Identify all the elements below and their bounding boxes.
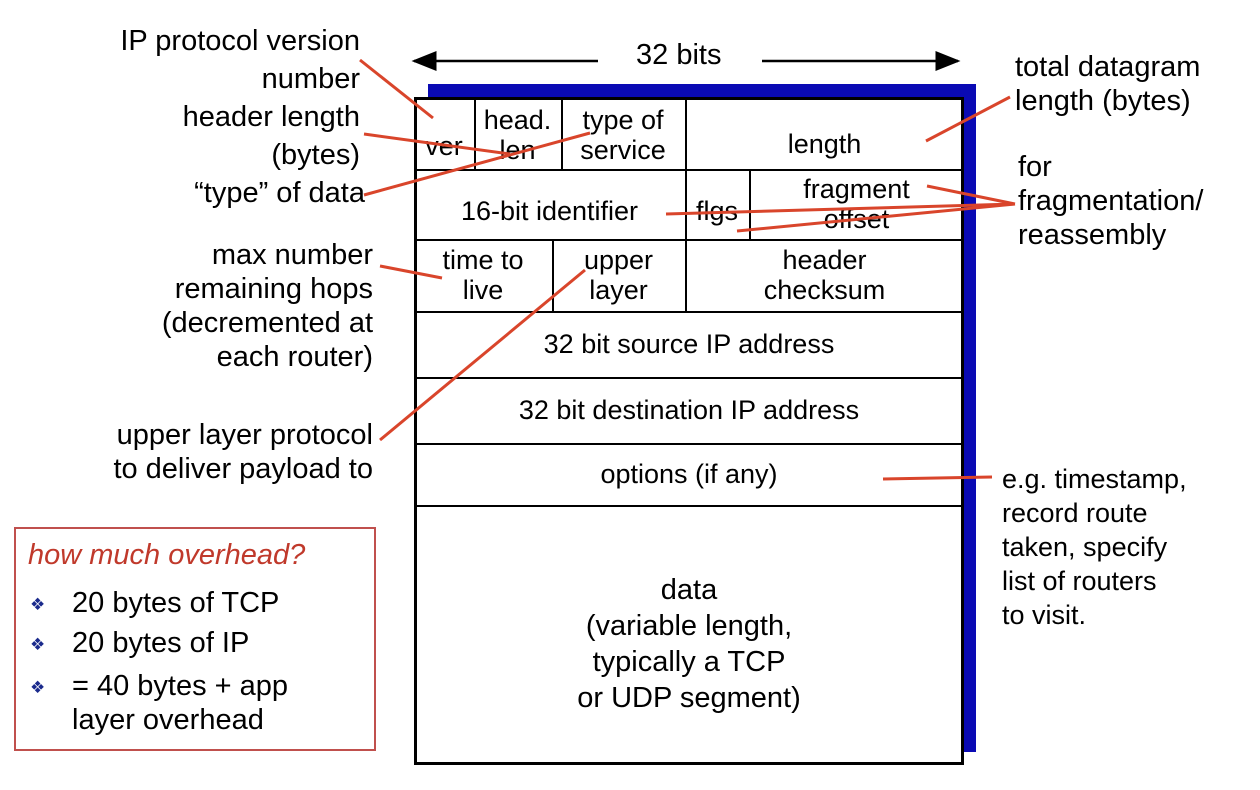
col-divider — [552, 239, 554, 311]
label-total-length: total datagram length (bytes) — [1015, 50, 1200, 118]
overhead-box: how much overhead? ❖ 20 bytes of TCP ❖ 2… — [14, 527, 376, 751]
connector-identifier — [665, 202, 1016, 216]
tos-line2: service — [580, 134, 666, 165]
label-line: IP protocol version — [120, 25, 360, 57]
label-upper-layer: upper layer protocol to deliver payload … — [113, 418, 373, 486]
diamond-bullet-icon: ❖ — [30, 678, 46, 697]
data-line: or UDP segment) — [577, 682, 801, 714]
overhead-item: = 40 bytes + app — [72, 670, 289, 702]
connector-version — [359, 58, 434, 120]
upper-layer-field: upper layer — [552, 239, 685, 311]
row-divider — [414, 239, 964, 241]
label-line: to deliver payload to — [113, 453, 373, 485]
identifier-text: 16-bit identifier — [460, 196, 639, 226]
label-version: IP protocol version number — [120, 24, 360, 96]
label-ttl: max number remaining hops (decremented a… — [162, 238, 373, 374]
label-line: to visit. — [1002, 600, 1087, 630]
label-fragmentation: for fragmentation/ reassembly — [1018, 150, 1203, 252]
options-text: options (if any) — [600, 459, 778, 489]
overhead-item: layer overhead — [72, 704, 264, 736]
overhead-title: how much overhead? — [28, 539, 306, 571]
label-line: (decremented at — [161, 307, 373, 339]
checksum-line2: checksum — [763, 275, 886, 305]
col-divider — [685, 239, 687, 311]
checksum-line1: header — [782, 245, 867, 275]
row-divider — [414, 505, 964, 507]
label-line: fragmentation/ — [1018, 185, 1204, 217]
label-line: taken, specify — [1002, 532, 1168, 562]
header-checksum-field: header checksum — [685, 239, 964, 311]
connector-upper-layer — [379, 268, 586, 442]
upper-line2: layer — [589, 275, 648, 305]
col-divider — [685, 97, 687, 169]
destination-address-field: 32 bit destination IP address — [414, 377, 964, 443]
label-options: e.g. timestamp, record route taken, spec… — [1002, 462, 1187, 632]
overhead-item: 20 bytes of TCP — [72, 587, 280, 619]
row-divider — [414, 169, 964, 171]
label-line: upper layer protocol — [116, 419, 373, 451]
width-label: 32 bits — [636, 39, 722, 71]
head-text: head. — [483, 104, 552, 135]
connector-header-length — [363, 132, 511, 156]
label-line: header length — [182, 101, 360, 133]
tos-line1: type of — [582, 104, 664, 135]
col-divider — [561, 97, 563, 169]
label-line: list of routers — [1002, 566, 1157, 596]
data-line: typically a TCP — [592, 646, 786, 678]
data-line: (variable length, — [585, 610, 793, 642]
options-field: options (if any) — [414, 443, 964, 505]
label-type: “type” of data — [194, 176, 365, 210]
length-field: length — [685, 100, 964, 169]
destination-text: 32 bit destination IP address — [518, 395, 860, 425]
length-text: length — [787, 128, 862, 159]
label-line: e.g. timestamp, — [1002, 464, 1187, 494]
upper-line1: upper — [583, 245, 654, 275]
source-text: 32 bit source IP address — [543, 329, 835, 359]
label-line: max number — [211, 239, 373, 271]
label-line: number — [261, 63, 360, 95]
label-line: for — [1018, 151, 1052, 183]
ttl-line2: live — [462, 275, 504, 305]
label-line: record route — [1002, 498, 1148, 528]
ttl-line1: time to — [442, 245, 524, 275]
row-divider — [414, 377, 964, 379]
connector-fragment — [926, 184, 1016, 206]
connector-fragment-offset — [736, 202, 1016, 233]
data-field: data (variable length, typically a TCP o… — [414, 505, 964, 765]
col-divider — [685, 169, 687, 239]
label-line: (bytes) — [271, 139, 360, 171]
overhead-item: 20 bytes of IP — [72, 627, 250, 659]
label-line: “type” of data — [194, 177, 365, 209]
ttl-field: time to live — [414, 239, 552, 311]
connector-options — [882, 475, 993, 481]
col-divider — [749, 169, 751, 239]
fragment-offset-field: fragment offset — [749, 169, 964, 239]
label-line: total datagram — [1015, 51, 1201, 83]
data-line: data — [660, 574, 718, 606]
label-line: reassembly — [1018, 219, 1167, 251]
label-line: length (bytes) — [1015, 85, 1191, 117]
connector-total-length — [925, 95, 1011, 143]
connector-ttl — [379, 264, 443, 280]
identifier-field: 16-bit identifier — [414, 169, 685, 239]
diamond-bullet-icon: ❖ — [30, 635, 46, 654]
col-divider — [474, 97, 476, 169]
label-line: remaining hops — [174, 273, 373, 305]
label-line: each router) — [216, 341, 373, 373]
diamond-bullet-icon: ❖ — [30, 595, 46, 614]
type-of-service-field: type of service — [561, 100, 685, 169]
connector-type — [363, 131, 591, 197]
row-divider — [414, 311, 964, 313]
source-address-field: 32 bit source IP address — [414, 311, 964, 377]
row-divider — [414, 443, 964, 445]
frag-line1: fragment — [803, 174, 910, 204]
label-header-length: header length (bytes) — [183, 100, 360, 172]
